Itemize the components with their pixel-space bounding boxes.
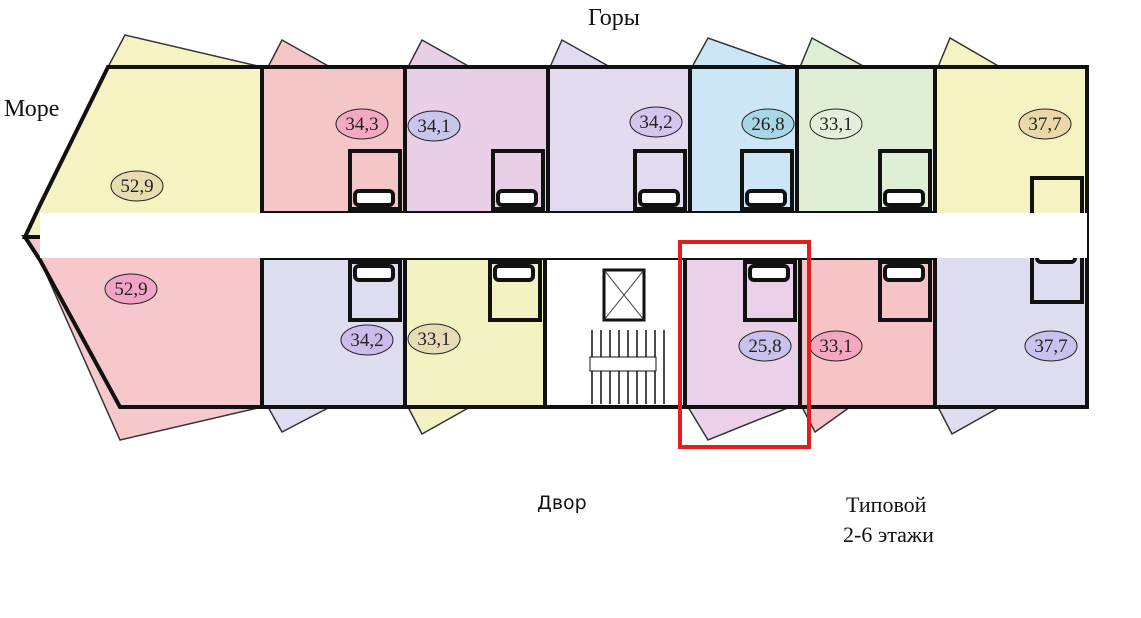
bathtub-icon	[745, 189, 787, 207]
balcony	[266, 38, 333, 68]
apartment-area: 25,8	[748, 336, 781, 357]
area-badge	[407, 110, 461, 142]
balcony	[406, 38, 473, 68]
floor-type-label: Типовой	[846, 492, 927, 517]
area-badge	[629, 106, 683, 138]
apartment-area: 33,1	[417, 329, 450, 350]
bathtub-icon	[638, 189, 680, 207]
balcony	[106, 34, 263, 68]
apartment-area: 26,8	[751, 114, 784, 135]
area-badge	[738, 330, 792, 362]
apartments	[21, 65, 1089, 409]
balcony	[548, 38, 613, 68]
apartment-area: 52,9	[120, 176, 153, 197]
apartment-area: 34,1	[417, 116, 450, 137]
area-badge	[340, 324, 394, 356]
sea-label: Море	[4, 96, 60, 122]
bathtub-icon	[748, 264, 790, 282]
yard-label: Двор	[537, 492, 587, 514]
area-badge	[335, 108, 389, 140]
area-badge	[407, 323, 461, 355]
balcony	[798, 36, 866, 68]
apartment-area: 34,2	[639, 112, 672, 133]
stair-elevator-core	[543, 256, 687, 409]
apartment-area: 34,3	[345, 114, 378, 135]
apartment-area: 33,1	[819, 114, 852, 135]
corridor	[40, 213, 1087, 258]
apartment-area: 37,7	[1028, 114, 1061, 135]
area-badge	[1018, 108, 1072, 140]
selected-apartment-highlight	[678, 240, 811, 449]
area-badges: 52,9 34,3 34,1 34,2 26,8 33,1 37,7 52,9 34,2 33,1…	[104, 106, 1078, 362]
apartment-t1[interactable]	[21, 65, 264, 239]
mountains-label: Горы	[588, 5, 640, 31]
bathtub-icon	[883, 189, 925, 207]
stairs-icon	[589, 330, 665, 404]
balcony	[690, 37, 791, 68]
area-badge	[741, 108, 795, 140]
balcony	[936, 406, 1003, 436]
apartment-area: 33,1	[819, 336, 852, 357]
bathtub-icon	[883, 264, 925, 282]
area-badge	[1024, 330, 1078, 362]
apartment-b1[interactable]	[21, 235, 264, 409]
bathtub-icon	[353, 264, 395, 282]
area-badge	[809, 108, 863, 140]
bathtub-icon	[493, 264, 535, 282]
balcony	[406, 406, 473, 436]
balcony	[266, 406, 331, 434]
apartment-area: 52,9	[114, 279, 147, 300]
apartment-area: 37,7	[1034, 336, 1067, 357]
bathtub-icon	[496, 189, 538, 207]
floor-range-label: 2-6 этажи	[843, 522, 934, 547]
stair-landing	[589, 356, 657, 372]
area-badge	[110, 170, 164, 202]
balcony	[686, 406, 791, 441]
bathtub-icon	[353, 189, 395, 207]
balcony	[936, 36, 1003, 68]
area-badge	[104, 273, 158, 305]
apartment-area: 34,2	[350, 330, 383, 351]
